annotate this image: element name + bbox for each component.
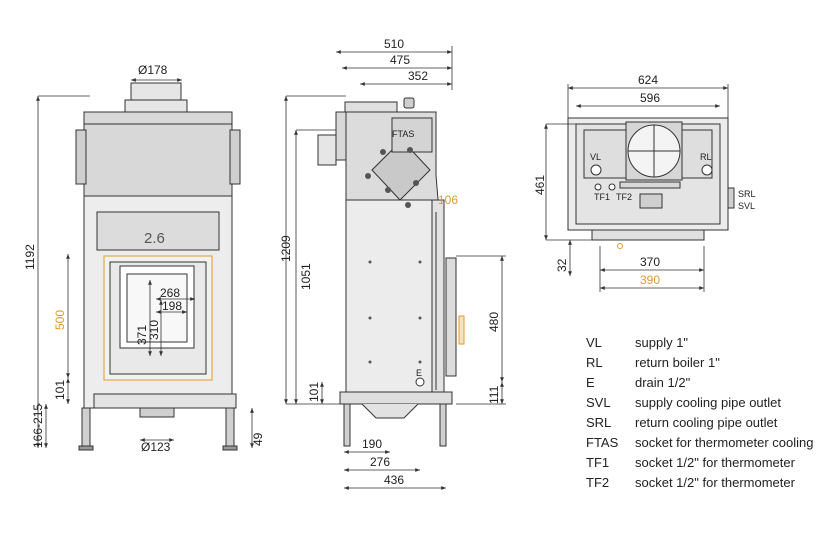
front-glass-width: 268 <box>160 286 180 300</box>
top-tf1-label: TF1 <box>594 192 610 202</box>
legend-desc: socket for thermometer cooling <box>635 435 814 450</box>
legend-desc: supply cooling pipe outlet <box>635 395 781 410</box>
side-height-total: 1209 <box>279 235 293 262</box>
legend-desc: return boiler 1" <box>635 355 720 370</box>
side-width-total: 510 <box>384 37 404 51</box>
legend-desc: supply 1" <box>635 335 689 350</box>
side-view <box>317 97 465 447</box>
legend-row: TF2 socket 1/2" for thermometer <box>586 473 818 493</box>
front-glass-height: 371 <box>135 325 149 345</box>
legend-row: FTAS socket for thermometer cooling <box>586 433 818 453</box>
side-width-mid: 475 <box>390 53 410 67</box>
top-view <box>567 117 735 249</box>
front-leg-range: 166-215 <box>31 404 45 448</box>
front-inner-width: 198 <box>162 299 182 313</box>
top-svl-label: SVL <box>738 201 755 211</box>
legend-desc: socket 1/2" for thermometer <box>635 455 795 470</box>
top-depth-bottom: 32 <box>555 258 569 272</box>
top-width-inner: 596 <box>640 91 660 105</box>
side-drain-label: E <box>416 368 422 378</box>
legend-row: RL return boiler 1" <box>586 353 818 373</box>
top-vl-socket <box>590 164 602 176</box>
side-width-inner: 352 <box>408 69 428 83</box>
legend-code: SVL <box>586 395 611 410</box>
front-leg-diameter: Ø123 <box>141 440 171 454</box>
side-bottom-offset: 101 <box>307 382 321 402</box>
legend-code: SRL <box>586 415 612 430</box>
legend-code: TF2 <box>586 475 610 490</box>
legend-code: RL <box>586 355 603 370</box>
front-bottom-offset: 101 <box>53 380 67 400</box>
top-width-outer: 624 <box>638 73 658 87</box>
front-inner-height: 310 <box>147 320 161 340</box>
side-body <box>345 199 433 393</box>
legend-desc: drain 1/2" <box>635 375 691 390</box>
top-depth: 461 <box>533 175 547 195</box>
front-flue-diameter: Ø178 <box>138 63 168 77</box>
front-door-height: 500 <box>53 310 67 330</box>
front-leg-height: 49 <box>251 432 265 446</box>
side-handle-bottom: 111 <box>487 385 501 404</box>
legend-desc: socket 1/2" for thermometer <box>635 475 795 490</box>
legend-row: VL supply 1" <box>586 333 818 353</box>
side-top-offset: 106 <box>438 193 458 207</box>
legend-desc: return cooling pipe outlet <box>635 415 778 430</box>
top-rl-label: RL <box>700 152 712 162</box>
legend-row: TF1 socket 1/2" for thermometer <box>586 453 818 473</box>
legend-code: E <box>586 375 595 390</box>
front-door-frame <box>96 211 220 251</box>
front-height-total: 1192 <box>23 244 37 270</box>
side-leg-a: 190 <box>362 437 382 451</box>
legend-row: SVL supply cooling pipe outlet <box>586 393 818 413</box>
top-vl-label: VL <box>590 152 601 162</box>
legend-code: TF1 <box>586 455 610 470</box>
side-leg-b: 276 <box>370 455 390 469</box>
legend-code: FTAS <box>586 435 619 450</box>
front-door-label: 2.6 <box>144 230 165 247</box>
legend-code: VL <box>586 335 602 350</box>
side-drain <box>415 377 425 387</box>
legend-row: SRL return cooling pipe outlet <box>586 413 818 433</box>
top-srl-label: SRL <box>738 189 756 199</box>
side-body-height: 1051 <box>299 263 313 290</box>
front-view <box>75 82 241 451</box>
top-tf2-label: TF2 <box>616 192 632 202</box>
top-base-width-outer: 390 <box>640 273 660 287</box>
top-rl-socket <box>701 164 713 176</box>
side-thermo-label: FTAS <box>392 129 414 139</box>
top-base-width: 370 <box>640 255 660 269</box>
side-handle-height: 480 <box>487 312 501 332</box>
side-leg-c: 436 <box>384 473 404 487</box>
side-handle <box>445 257 457 377</box>
front-top-hood <box>83 111 233 197</box>
